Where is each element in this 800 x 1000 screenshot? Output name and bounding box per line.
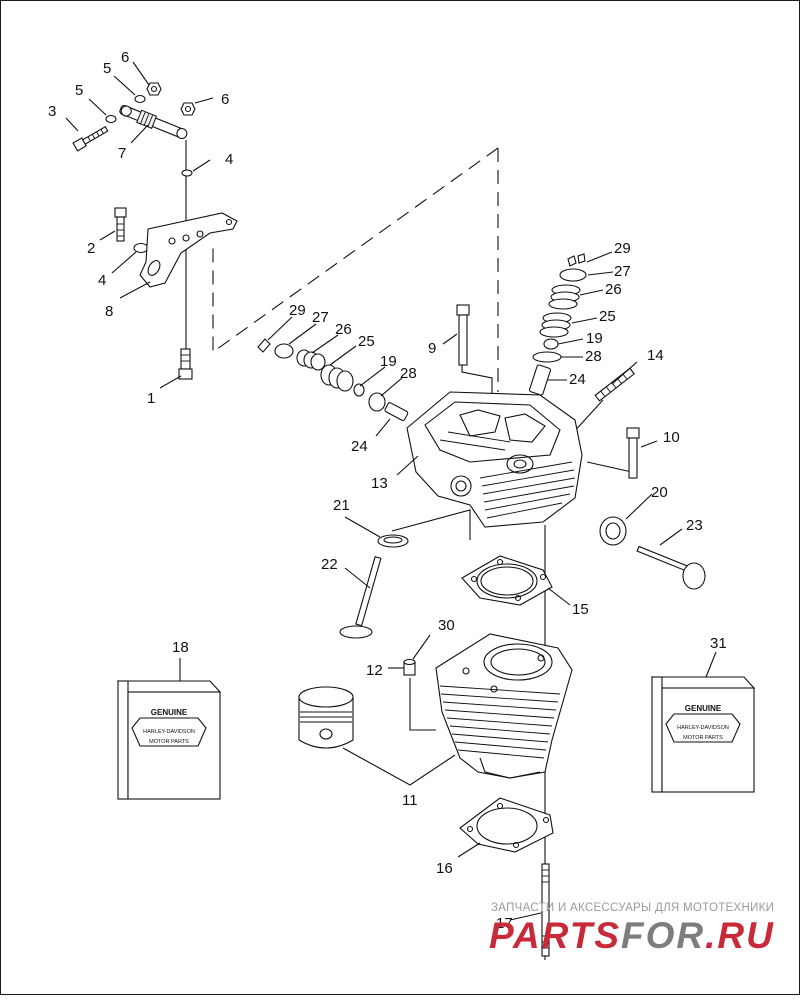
bolt-2 xyxy=(114,207,127,242)
callout-22: 22 xyxy=(321,556,338,573)
piston xyxy=(298,686,354,749)
callout-25a: 25 xyxy=(358,333,375,350)
callout-7: 7 xyxy=(118,145,126,162)
callout-15: 15 xyxy=(572,601,589,618)
seal-21 xyxy=(377,534,409,548)
callout-4a: 4 xyxy=(225,151,233,168)
callout-5a: 5 xyxy=(75,82,83,99)
callout-9: 9 xyxy=(428,340,436,357)
watermark-logo-parts: PARTS xyxy=(489,915,621,956)
nut-6b xyxy=(180,102,196,116)
callout-8: 8 xyxy=(105,303,113,320)
nut-6a xyxy=(146,82,162,96)
bolt-3 xyxy=(72,126,109,152)
callout-13: 13 xyxy=(371,475,388,492)
callout-28b: 28 xyxy=(585,348,602,365)
callout-31: 31 xyxy=(710,635,727,652)
callout-11: 11 xyxy=(402,792,418,809)
callout-28a: 28 xyxy=(400,365,417,382)
seat-20 xyxy=(599,516,627,546)
badge-18: GENUINE HARLEY-DAVIDSON MOTOR PARTS xyxy=(131,708,207,747)
callout-17: 17 xyxy=(496,915,513,932)
callout-6b: 6 xyxy=(221,91,229,108)
dowel-12 xyxy=(403,658,416,676)
watermark-tagline: ЗАПЧАСТИ И АКСЕССУАРЫ ДЛЯ МОТОТЕХНИКИ xyxy=(491,902,775,914)
bolt-9 xyxy=(456,304,470,366)
callout-29a: 29 xyxy=(289,302,306,319)
badge-18-line2: HARLEY-DAVIDSON xyxy=(143,729,195,735)
bolt-1 xyxy=(178,348,193,380)
badge-31-line3: MOTOR PARTS xyxy=(683,735,723,741)
badge-31-line2: HARLEY-DAVIDSON xyxy=(677,725,729,731)
callout-6a: 6 xyxy=(121,49,129,66)
callout-10: 10 xyxy=(663,429,680,446)
valve-train-left xyxy=(257,338,409,422)
callout-27a: 27 xyxy=(312,309,329,326)
washer-5b xyxy=(134,94,146,104)
valve-22 xyxy=(339,556,382,639)
callout-2: 2 xyxy=(87,240,95,257)
cylinder-11 xyxy=(435,633,573,779)
callout-4b: 4 xyxy=(98,272,106,289)
callout-26a: 26 xyxy=(335,321,352,338)
valve-train-right xyxy=(528,253,587,396)
washer-4a xyxy=(181,169,193,177)
badge-18-line1: GENUINE xyxy=(151,708,188,717)
badge-31: GENUINE HARLEY-DAVIDSON MOTOR PARTS xyxy=(665,704,741,743)
badge-18-line3: MOTOR PARTS xyxy=(149,739,189,745)
watermark-logo-for: FOR xyxy=(620,915,706,956)
callout-30: 30 xyxy=(438,617,455,634)
valve-23 xyxy=(636,545,706,590)
callout-21: 21 xyxy=(333,497,350,514)
head-gasket-15 xyxy=(461,555,553,606)
callout-numbers: 1 2 3 4 4 5 5 6 6 7 8 9 10 11 12 13 14 1… xyxy=(48,49,727,932)
adjuster-rod-7 xyxy=(119,104,188,140)
callout-18: 18 xyxy=(172,639,189,656)
watermark-logo: PARTSFOR.RU xyxy=(489,915,775,957)
base-gasket-16 xyxy=(459,797,554,853)
callout-26b: 26 xyxy=(605,281,622,298)
callout-3: 3 xyxy=(48,103,56,120)
callout-16: 16 xyxy=(436,860,453,877)
callout-27b: 27 xyxy=(614,263,631,280)
callout-23: 23 xyxy=(686,517,703,534)
cylinder-head-13 xyxy=(406,391,583,528)
callout-1: 1 xyxy=(147,390,155,407)
callout-25b: 25 xyxy=(599,308,616,325)
stud-17 xyxy=(541,863,550,957)
callout-24b: 24 xyxy=(569,371,586,388)
bracket-8 xyxy=(139,212,238,288)
callout-29b: 29 xyxy=(614,240,631,257)
callout-19a: 19 xyxy=(380,353,397,370)
badge-31-line1: GENUINE xyxy=(685,704,722,713)
bolt-10 xyxy=(626,427,640,479)
washer-5a xyxy=(105,114,117,124)
leader-lines xyxy=(65,61,717,921)
callout-19b: 19 xyxy=(586,330,603,347)
callout-12: 12 xyxy=(366,662,383,679)
callout-5b: 5 xyxy=(103,60,111,77)
callout-24a: 24 xyxy=(351,438,368,455)
watermark-logo-ru: .RU xyxy=(705,915,775,956)
callout-20: 20 xyxy=(651,484,668,501)
callout-14: 14 xyxy=(647,347,664,364)
